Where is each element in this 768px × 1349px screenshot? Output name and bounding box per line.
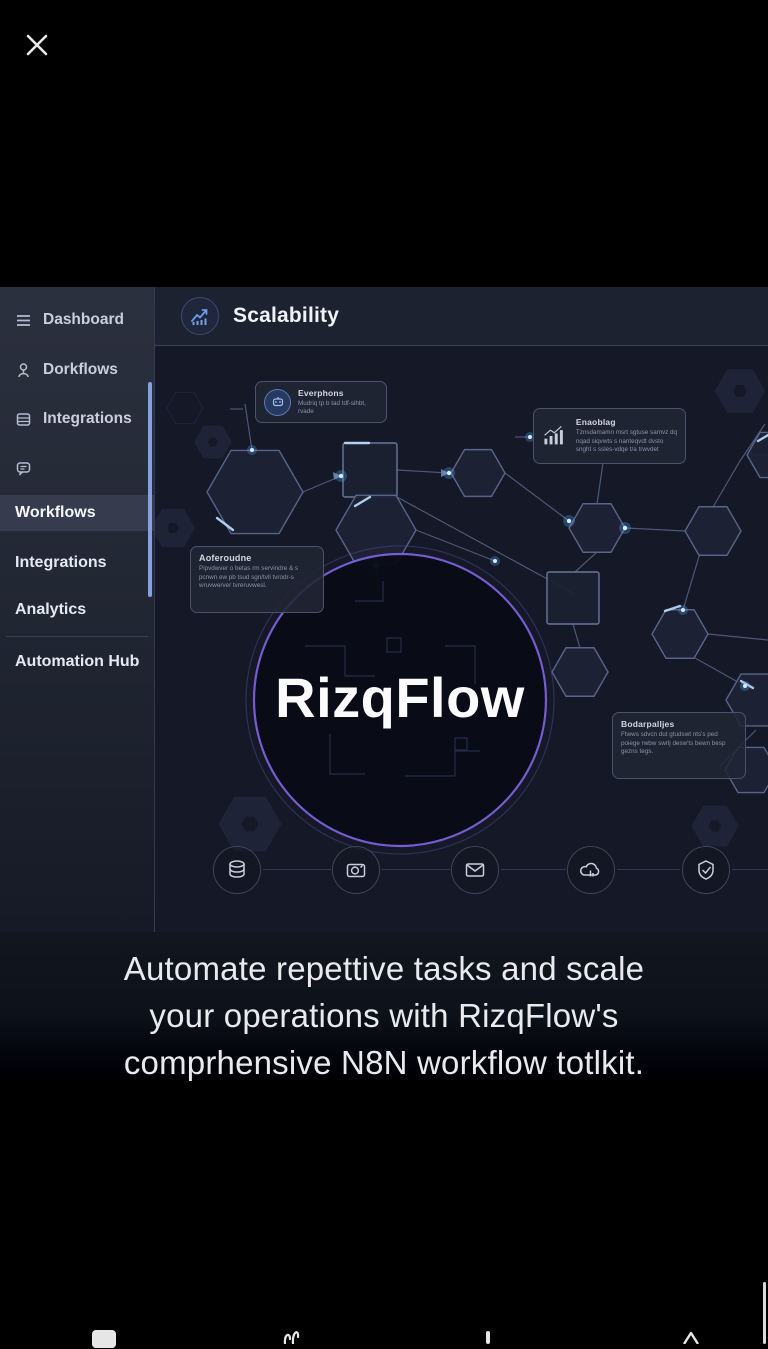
sidebar-nav-automation-hub: Automation Hub — [0, 644, 155, 680]
sidebar-item-integrations: Integrations — [0, 402, 155, 436]
callout-card: Aoferoudne Pipvdwver o betas rm servindr… — [190, 546, 324, 613]
connector-line — [382, 869, 450, 870]
caption-line: your operations with RizqFlow's — [0, 992, 768, 1039]
pictured-sidebar: Dashboard Dorkflows Integrations Workf — [0, 287, 155, 932]
promo-image[interactable]: Dashboard Dorkflows Integrations Workf — [0, 287, 768, 1082]
caption-line: comprhensive N8N workflow totlkit. — [0, 1039, 768, 1082]
callout-line: poiege rwbw swrlj desw'ts bewn besp — [621, 740, 737, 749]
callout-line: rvade — [298, 408, 366, 417]
rizqflow-logo: RizqFlow — [200, 665, 600, 730]
callout-line: Ftwws sdvcn dut gtudswt nts's ped — [621, 731, 737, 740]
close-icon — [20, 28, 54, 62]
sidebar-nav-integrations: Integrations — [0, 545, 155, 581]
sidebar-nav-workflows: Workflows — [0, 495, 155, 531]
database-icon — [213, 846, 261, 894]
sidebar-item-label: Dashboard — [43, 311, 124, 329]
caption-line: Automate repettive tasks and scale — [0, 945, 768, 992]
bottom-bar-action-3[interactable] — [486, 1331, 490, 1344]
camera-icon — [332, 846, 380, 894]
callout-line: Mudriq tp b tad tdf-sihbt, — [298, 400, 366, 409]
bar-chart-icon — [542, 419, 568, 453]
shield-icon — [682, 846, 730, 894]
callout-card: Bodarpalljes Ftwws sdvcn dut gtudswt nts… — [612, 712, 746, 779]
pictured-header: Scalability — [155, 287, 768, 346]
sidebar-item-label: Integrations — [43, 410, 132, 428]
integrations-box-icon — [14, 410, 33, 429]
chat-icon — [14, 459, 33, 478]
connector-line — [501, 869, 566, 870]
curved-glyph-icon — [282, 1328, 304, 1344]
growth-chart-icon — [181, 297, 219, 335]
cloud-icon — [567, 846, 615, 894]
sidebar-nav-label: Workflows — [15, 504, 96, 522]
arrow-up-icon — [682, 1331, 700, 1344]
sidebar-nav-label: Analytics — [15, 601, 86, 619]
pictured-main-panel: Scalability — [155, 287, 768, 932]
callout-card: Everphons Mudriq tp b tad tdf-sihbt, rva… — [255, 381, 387, 423]
sidebar-nav-label: Automation Hub — [15, 653, 139, 671]
sidebar-item-dorkflows: Dorkflows — [0, 353, 155, 387]
bot-icon — [264, 389, 291, 416]
bottom-bar-action-1[interactable] — [92, 1330, 116, 1344]
sidebar-nav-analytics: Analytics — [0, 592, 155, 628]
connector-line — [617, 869, 680, 870]
mail-icon — [451, 846, 499, 894]
callout-line: Pipvdwver o betas rm servindre & s — [199, 565, 315, 574]
connector-line — [263, 869, 331, 870]
callout-title: Aoferoudne — [199, 553, 315, 563]
callout-line: gezns tegs. — [621, 748, 737, 757]
sidebar-nav-label: Integrations — [15, 554, 107, 572]
sidebar-item-chat — [0, 451, 155, 485]
connector-line — [732, 869, 768, 870]
callout-title: Bodarpalljes — [621, 719, 737, 729]
pictured-page-title: Scalability — [233, 304, 339, 328]
image-caption: Automate repettive tasks and scale your … — [0, 932, 768, 1082]
callout-line: pcnwn ew pb tsud sgn/tvll tvrodr-s — [199, 574, 315, 583]
callout-line: snght s ssles-vdqe t/a trwvdet — [576, 446, 677, 455]
close-button[interactable] — [20, 28, 54, 62]
callout-title: Everphons — [298, 388, 366, 398]
sidebar-item-label: Dorkflows — [43, 361, 118, 379]
pictured-scrollbar — [148, 382, 152, 597]
menu-icon — [14, 311, 33, 330]
callout-title: Enaoblag — [576, 417, 677, 427]
sidebar-item-dashboard: Dashboard — [0, 303, 155, 337]
page-scrollbar[interactable] — [763, 1282, 766, 1344]
callout-line: wruvwerver tvreruvwesl. — [199, 582, 315, 591]
bottom-bar-action-4[interactable] — [682, 1331, 700, 1344]
callout-line: Tznsdamamn msrt sgtuse samvz dq — [576, 429, 677, 438]
callout-line: nqad siqvwts s nanteqvdt dvsto — [576, 438, 677, 447]
bottom-bar-action-2[interactable] — [282, 1328, 304, 1344]
rounded-square-icon — [92, 1330, 116, 1348]
vertical-bar-icon — [486, 1331, 490, 1344]
sidebar-divider — [6, 636, 148, 637]
callout-card: Enaoblag Tznsdamamn msrt sgtuse samvz dq… — [533, 408, 686, 464]
workflow-person-icon — [14, 361, 33, 380]
